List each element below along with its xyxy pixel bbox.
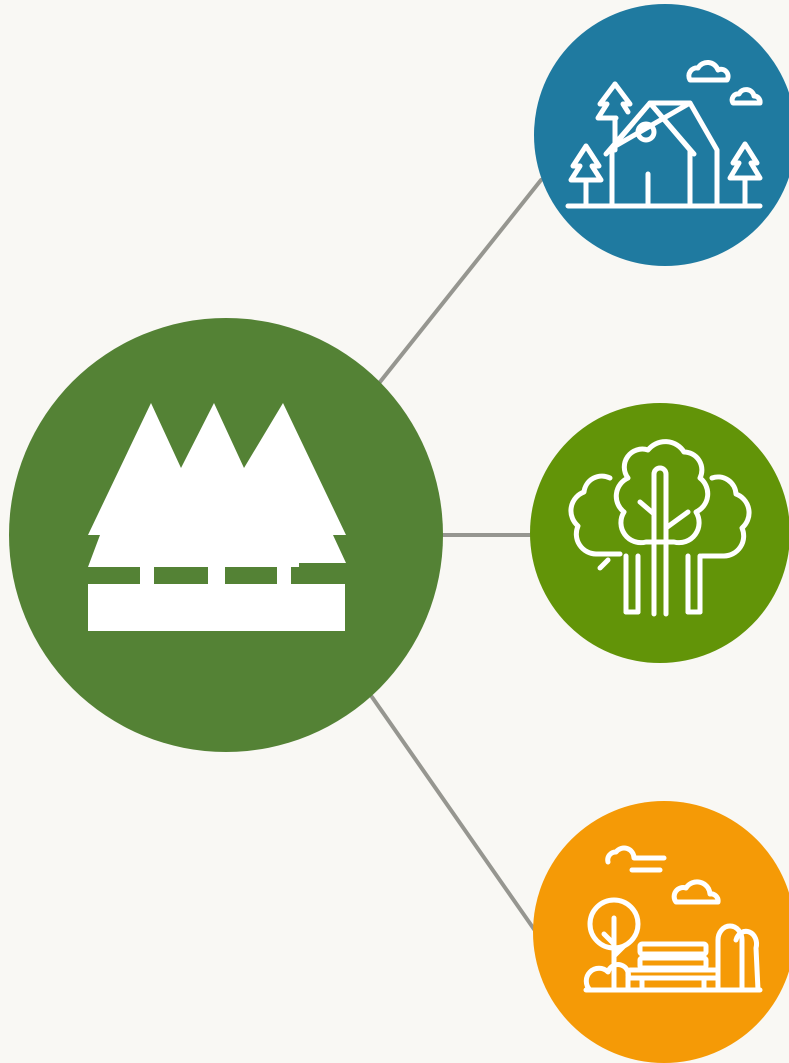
park-bench-icon — [583, 845, 763, 993]
deciduous-trees-icon — [568, 439, 752, 617]
branch-node-trees — [530, 403, 789, 663]
branch-node-cabin — [534, 4, 789, 266]
connector-line-cabin — [378, 178, 543, 384]
connectors — [370, 178, 543, 934]
cabin-in-woods-icon — [565, 60, 763, 209]
forest-fence-icon — [88, 403, 346, 631]
connector-line-bench — [370, 695, 538, 934]
branch-node-bench — [533, 801, 789, 1063]
branch-circle-cabin — [534, 4, 789, 266]
branch-circle-trees — [530, 403, 789, 663]
branch-circle-bench — [533, 801, 789, 1063]
hub-node — [9, 318, 443, 752]
